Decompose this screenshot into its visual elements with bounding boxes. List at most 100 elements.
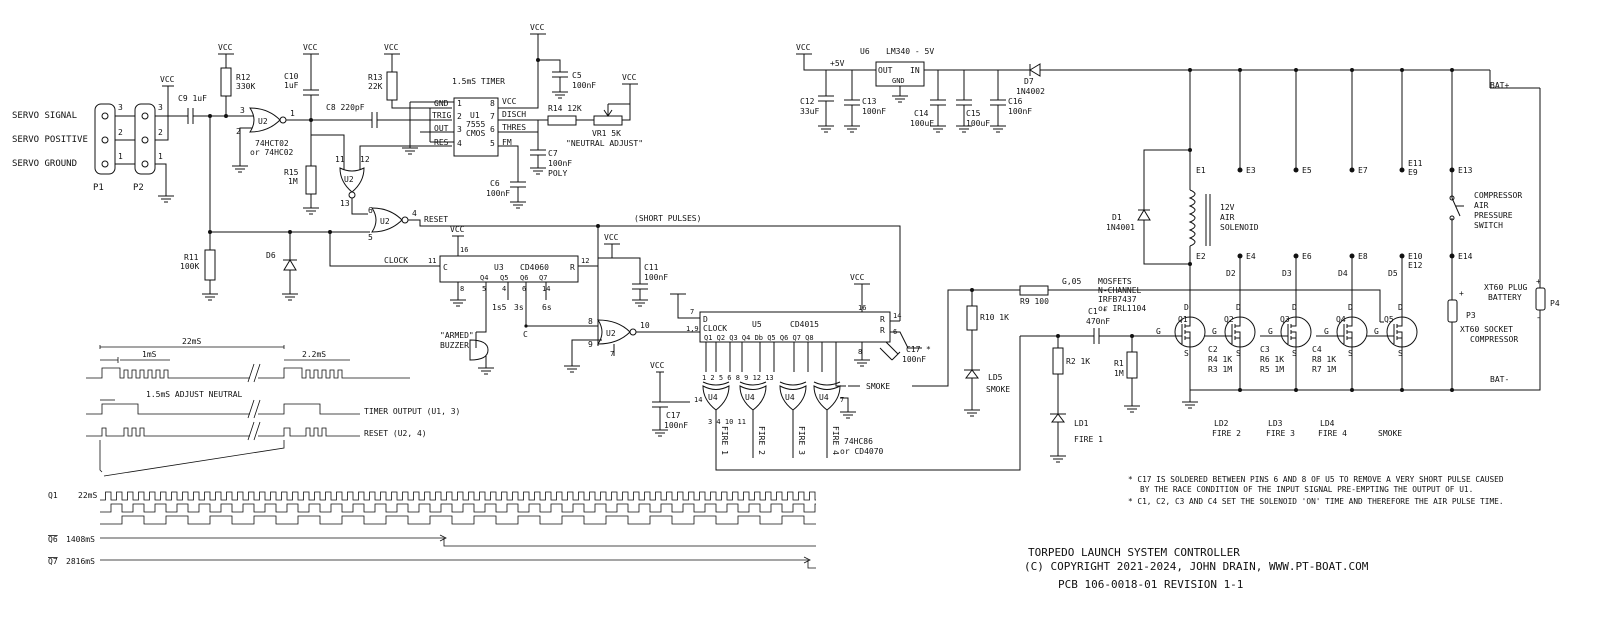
u6-label: U6 — [860, 47, 870, 56]
u1-p6: 6 — [490, 125, 495, 134]
pcb-text: PCB 106-0018-01 REVISION 1-1 — [1058, 578, 1243, 591]
ld2-label: LD2 — [1214, 419, 1229, 428]
fire4-vertical: FIRE 4 — [831, 426, 840, 455]
r7-label: R7 1M — [1312, 365, 1336, 374]
u6-gnd: GND — [892, 77, 905, 85]
fire3-vertical: FIRE 3 — [797, 426, 806, 455]
e1-label: E1 — [1196, 166, 1206, 175]
ld3-fire: FIRE 3 — [1266, 429, 1295, 438]
p2-connector — [134, 103, 156, 175]
mosfets-3: IRFB7437 — [1098, 295, 1137, 304]
solenoid-label: SOLENOID — [1220, 223, 1259, 232]
u4d-label: U4 — [819, 393, 829, 402]
timing-q6: Q6 — [48, 535, 58, 544]
d2-label: D2 — [1226, 269, 1236, 278]
input-stage: C9 1uF VCC R12 330K U2 3 2 1 74HCT02 or … — [178, 43, 372, 301]
r12-value: 330K — [236, 82, 255, 91]
timing-q7-time: 2816mS — [66, 557, 95, 566]
u4c-label: U4 — [785, 393, 795, 402]
u4-p7: 7 — [840, 396, 844, 404]
u6-chip — [875, 61, 925, 87]
c10-label: C10 — [284, 72, 299, 81]
e5-label: E5 — [1302, 166, 1312, 175]
timing-reset: RESET (U2, 4) — [364, 429, 427, 438]
u3-p5: 5 — [482, 285, 486, 293]
u2b-pin11: 11 — [335, 155, 345, 164]
u3-q5: Q5 — [500, 274, 508, 282]
u1-p4: 4 — [457, 139, 462, 148]
servo-signal-label: SERVO SIGNAL — [12, 111, 77, 121]
u3-p6: 6 — [522, 285, 526, 293]
p4-connector — [1535, 287, 1546, 311]
solenoid-section: E1 12V AIR SOLENOID E2 D1 1N4001 E3 E5 E… — [1106, 70, 1522, 290]
u2d-pin9: 9 — [588, 340, 593, 349]
u2b-pin12: 12 — [360, 155, 370, 164]
u3-label: U3 — [494, 263, 504, 272]
timer-title: 1.5mS TIMER — [452, 77, 505, 86]
r10-label: R10 1K — [980, 313, 1009, 322]
c11-label: C11 — [644, 263, 659, 272]
u2d-pin7: 7 — [610, 350, 614, 358]
d3-label: D3 — [1282, 269, 1292, 278]
copyright-text: (C) COPYRIGHT 2021-2024, JOHN DRAIN, WWW… — [1024, 560, 1369, 573]
c17b-label: C17 — [666, 411, 681, 420]
p2-pin2: 2 — [158, 128, 163, 137]
q4-g: G — [1324, 327, 1329, 336]
timing-1ms: 1mS — [142, 350, 157, 359]
u5-r1: R — [880, 315, 885, 324]
buzzer-label: BUZZER — [440, 341, 469, 350]
vcc-label-u1: VCC — [530, 23, 545, 32]
r3-label: R3 1M — [1208, 365, 1232, 374]
u1-p7: 7 — [490, 112, 495, 121]
u5-chip — [699, 311, 891, 343]
q1-s: S — [1184, 349, 1189, 358]
c17-star: * — [926, 345, 931, 354]
u3-r: R — [570, 263, 575, 272]
u2a-pin1: 1 — [290, 109, 295, 118]
u2d-label: U2 — [606, 329, 616, 338]
u3-p12: 12 — [581, 257, 589, 265]
solenoid-air: AIR — [1220, 213, 1235, 222]
u2c-pin6: 6 — [368, 206, 373, 215]
u3-q6: Q6 — [520, 274, 528, 282]
u2b-label: U2 — [344, 175, 354, 184]
title-text: TORPEDO LAUNCH SYSTEM CONTROLLER — [1028, 546, 1240, 559]
ld5-label: LD5 — [988, 373, 1003, 382]
ld3-label: LD3 — [1268, 419, 1283, 428]
u6-in: IN — [910, 66, 920, 75]
p2-pin3: 3 — [158, 103, 163, 112]
u1-fm: FM — [502, 138, 512, 147]
c2-label: C2 — [1208, 345, 1218, 354]
e9-label: E9 — [1408, 168, 1418, 177]
p3-connector — [1447, 299, 1458, 323]
u1-p3: 3 — [457, 125, 462, 134]
c5-value: 100nF — [572, 81, 596, 90]
reset-label: RESET — [424, 215, 448, 224]
u2d-pin8: 8 — [588, 317, 593, 326]
d4-label: D4 — [1338, 269, 1348, 278]
q3-d: D — [1292, 303, 1297, 312]
u3-p11: 11 — [428, 257, 436, 265]
u2a-pin2: 2 — [236, 127, 241, 136]
c13-value: 100nF — [862, 107, 886, 116]
vr1-label: VR1 5K — [592, 129, 621, 138]
p4-plus: + — [1536, 277, 1541, 286]
compressor-sw2: AIR — [1474, 201, 1489, 210]
u3-q7: Q7 — [539, 274, 547, 282]
u5-shift-register: U2 8 9 10 7 D CLOCK U5 CD4015 R R Q1 Q2 … — [564, 273, 1021, 471]
e14-label: E14 — [1458, 252, 1473, 261]
u5-p8: 8 — [858, 348, 862, 356]
u1-part: 7555 — [466, 120, 485, 129]
p3-label: P3 — [1466, 311, 1476, 320]
battery-2: BATTERY — [1488, 293, 1522, 302]
fire2-vertical: FIRE 2 — [757, 426, 766, 455]
c17-label: C17 — [906, 345, 921, 354]
u5-pins: Q1 Q2 Q3 Q4 Db Q5 Q6 Q7 Q8 — [704, 334, 814, 342]
u1-p8: 8 — [490, 99, 495, 108]
vcc-label-r13: VCC — [384, 43, 399, 52]
q5-g: G — [1374, 327, 1379, 336]
q2-s: S — [1236, 349, 1241, 358]
title-block: TORPEDO LAUNCH SYSTEM CONTROLLER (C) COP… — [1024, 546, 1369, 591]
u1-p1: 1 — [457, 99, 462, 108]
